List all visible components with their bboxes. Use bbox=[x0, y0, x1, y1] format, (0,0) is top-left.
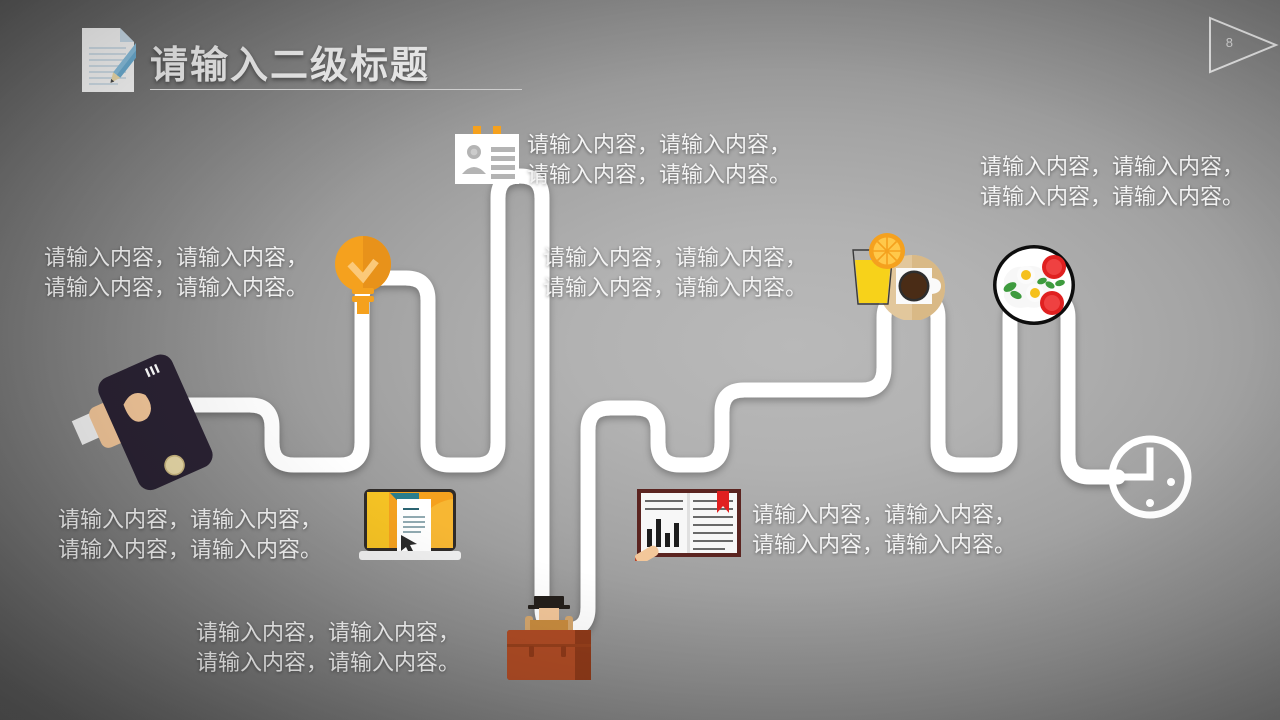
text-line: 请输入内容，请输入内容， bbox=[196, 620, 461, 645]
text-line: 请输入内容，请输入内容。 bbox=[527, 162, 792, 187]
text-line: 请输入内容，请输入内容， bbox=[58, 507, 323, 532]
text-block-juice: 请输入内容，请输入内容， 请输入内容，请输入内容。 bbox=[543, 243, 807, 303]
text-block-phone: 请输入内容，请输入内容， 请输入内容，请输入内容。 bbox=[58, 505, 322, 565]
document-pencil-icon bbox=[82, 28, 136, 92]
text-line: 请输入内容，请输入内容。 bbox=[979, 184, 1244, 209]
play-triangle-icon bbox=[1209, 16, 1279, 74]
text-line: 请输入内容，请输入内容， bbox=[752, 502, 1017, 527]
text-line: 请输入内容，请输入内容。 bbox=[44, 275, 309, 300]
slide-header: 请输入二级标题 8 bbox=[0, 0, 1280, 110]
text-block-card: 请输入内容，请输入内容， 请输入内容，请输入内容。 bbox=[527, 130, 791, 190]
laptop-doc-icon bbox=[359, 489, 461, 560]
text-block-bulb: 请输入内容，请输入内容， 请输入内容，请输入内容。 bbox=[44, 243, 308, 303]
page-number: 8 bbox=[1225, 35, 1233, 50]
text-line: 请输入内容，请输入内容， bbox=[979, 154, 1244, 179]
hand-phone-icon bbox=[71, 354, 213, 491]
juice-coffee-icon bbox=[852, 233, 945, 320]
id-card-icon bbox=[455, 126, 519, 184]
text-line: 请输入内容，请输入内容。 bbox=[543, 275, 808, 300]
food-plate-icon bbox=[993, 245, 1075, 325]
text-line: 请输入内容，请输入内容， bbox=[527, 132, 792, 157]
lightbulb-icon bbox=[335, 236, 391, 314]
clock-icon bbox=[1108, 435, 1192, 519]
text-block-plate: 请输入内容，请输入内容， 请输入内容，请输入内容。 bbox=[980, 152, 1244, 212]
text-line: 请输入内容，请输入内容。 bbox=[58, 537, 323, 562]
text-line: 请输入内容，请输入内容。 bbox=[752, 532, 1017, 557]
text-line: 请输入内容，请输入内容。 bbox=[196, 650, 461, 675]
page-title: 请输入二级标题 bbox=[150, 45, 431, 87]
briefcase-icon bbox=[507, 596, 591, 680]
text-block-briefcase: 请输入内容，请输入内容， 请输入内容，请输入内容。 bbox=[196, 618, 460, 678]
text-block-book: 请输入内容，请输入内容， 请输入内容，请输入内容。 bbox=[752, 500, 1016, 560]
text-line: 请输入内容，请输入内容， bbox=[44, 245, 309, 270]
title-underline bbox=[150, 89, 522, 90]
text-line: 请输入内容，请输入内容， bbox=[543, 245, 808, 270]
report-book-icon bbox=[635, 489, 741, 561]
